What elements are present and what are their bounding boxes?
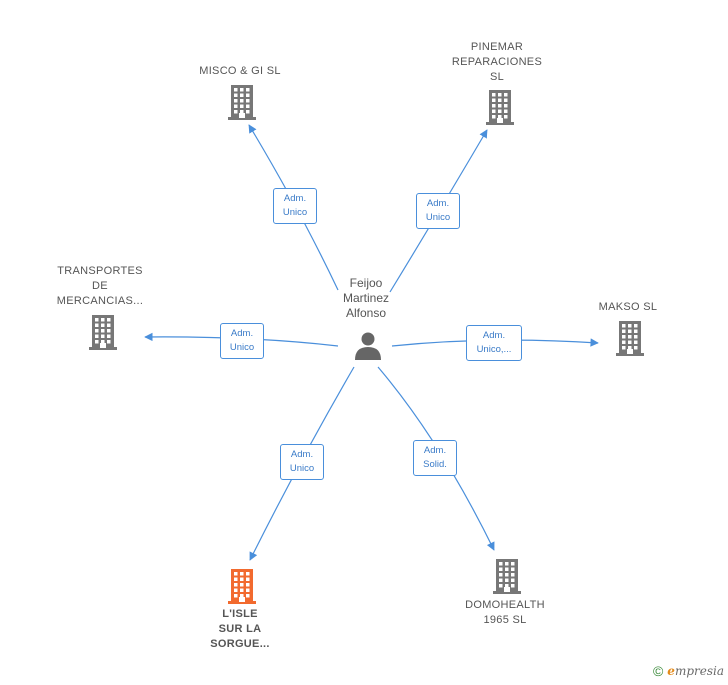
relation-label-lisle[interactable]: Adm. Unico bbox=[280, 444, 324, 480]
node-label-pinemar[interactable]: PINEMAR REPARACIONES SL bbox=[451, 41, 543, 83]
node-label-transportes[interactable]: TRANSPORTES DE MERCANCIAS... bbox=[56, 265, 144, 307]
node-label-makso[interactable]: MAKSO SL bbox=[598, 301, 658, 313]
building-icon[interactable] bbox=[491, 558, 523, 594]
relation-label-domohealth[interactable]: Adm. Solid. bbox=[413, 440, 457, 476]
node-label-domohealth[interactable]: DOMOHEALTH 1965 SL bbox=[465, 599, 545, 626]
person-icon[interactable] bbox=[353, 330, 383, 360]
relation-label-pinemar[interactable]: Adm. Unico bbox=[416, 193, 460, 229]
brand-logo[interactable]: empresia bbox=[667, 664, 724, 678]
building-icon[interactable] bbox=[226, 84, 258, 120]
brand-name: mpresia bbox=[674, 664, 724, 678]
building-icon[interactable] bbox=[226, 568, 258, 604]
footer-brand[interactable]: © empresia bbox=[653, 663, 724, 679]
relation-label-transportes[interactable]: Adm. Unico bbox=[220, 323, 264, 359]
node-label-misco[interactable]: MISCO & GI SL bbox=[199, 65, 281, 77]
brand-initial: e bbox=[667, 664, 675, 678]
building-icon[interactable] bbox=[87, 314, 119, 350]
relation-label-makso[interactable]: Adm. Unico,... bbox=[466, 325, 522, 361]
building-icon[interactable] bbox=[484, 89, 516, 125]
building-icon[interactable] bbox=[614, 320, 646, 356]
copyright-icon: © bbox=[652, 663, 664, 679]
center-person-label[interactable]: Feijoo Martinez Alfonso bbox=[342, 276, 389, 320]
relation-label-misco[interactable]: Adm. Unico bbox=[273, 188, 317, 224]
node-label-lisle[interactable]: L'ISLE SUR LA SORGUE... bbox=[210, 608, 270, 650]
